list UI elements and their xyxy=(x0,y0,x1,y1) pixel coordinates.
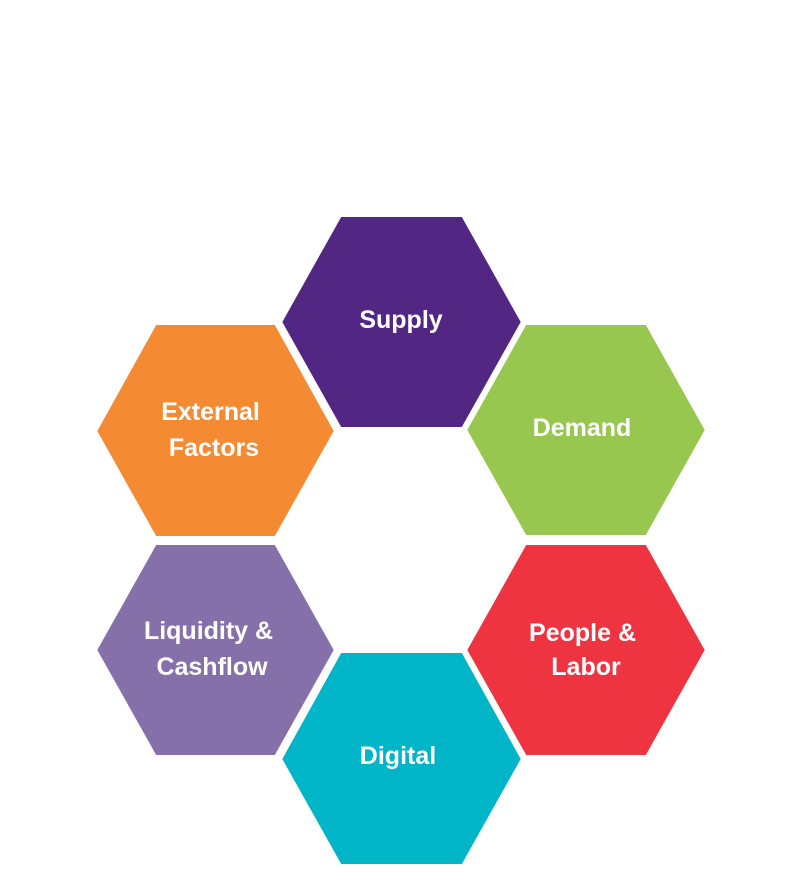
hex-external-factors-label-line-1: External xyxy=(161,398,260,426)
hex-external-factors: External Factors xyxy=(92,321,339,540)
hex-people-labor-label: People & Labor xyxy=(529,619,643,681)
hex-supply-label-line-1: Supply xyxy=(359,306,442,334)
hex-liquidity-cashflow-label-line-1: Liquidity & xyxy=(144,617,273,645)
hex-people-labor-label-line-2: Labor xyxy=(551,653,621,681)
hex-supply-shape xyxy=(277,213,526,431)
hex-digital-label-line-1: Digital xyxy=(360,742,436,770)
hex-supply-label: Supply xyxy=(359,306,442,334)
hex-demand-label: Demand xyxy=(533,414,632,442)
hex-digital-label: Digital xyxy=(360,742,436,770)
hex-liquidity-cashflow: Liquidity & Cashflow xyxy=(92,541,339,759)
hex-supply: Supply xyxy=(277,213,526,431)
hex-digital: Digital xyxy=(277,649,526,868)
hex-external-factors-shape xyxy=(92,321,339,540)
hex-people-labor: People & Labor xyxy=(462,541,710,759)
hex-external-factors-label: External Factors xyxy=(161,398,267,462)
hex-liquidity-cashflow-label: Liquidity & Cashflow xyxy=(144,617,280,681)
hex-demand: Demand xyxy=(462,321,710,539)
hex-liquidity-cashflow-shape xyxy=(92,541,339,759)
hex-people-labor-label-line-1: People & xyxy=(529,619,636,647)
hex-demand-label-line-1: Demand xyxy=(533,414,632,442)
hex-demand-shape xyxy=(462,321,710,539)
hex-liquidity-cashflow-label-line-2: Cashflow xyxy=(156,653,268,681)
hex-external-factors-label-line-2: Factors xyxy=(169,434,259,462)
hex-people-labor-shape xyxy=(462,541,710,759)
hex-digital-shape xyxy=(277,649,526,868)
